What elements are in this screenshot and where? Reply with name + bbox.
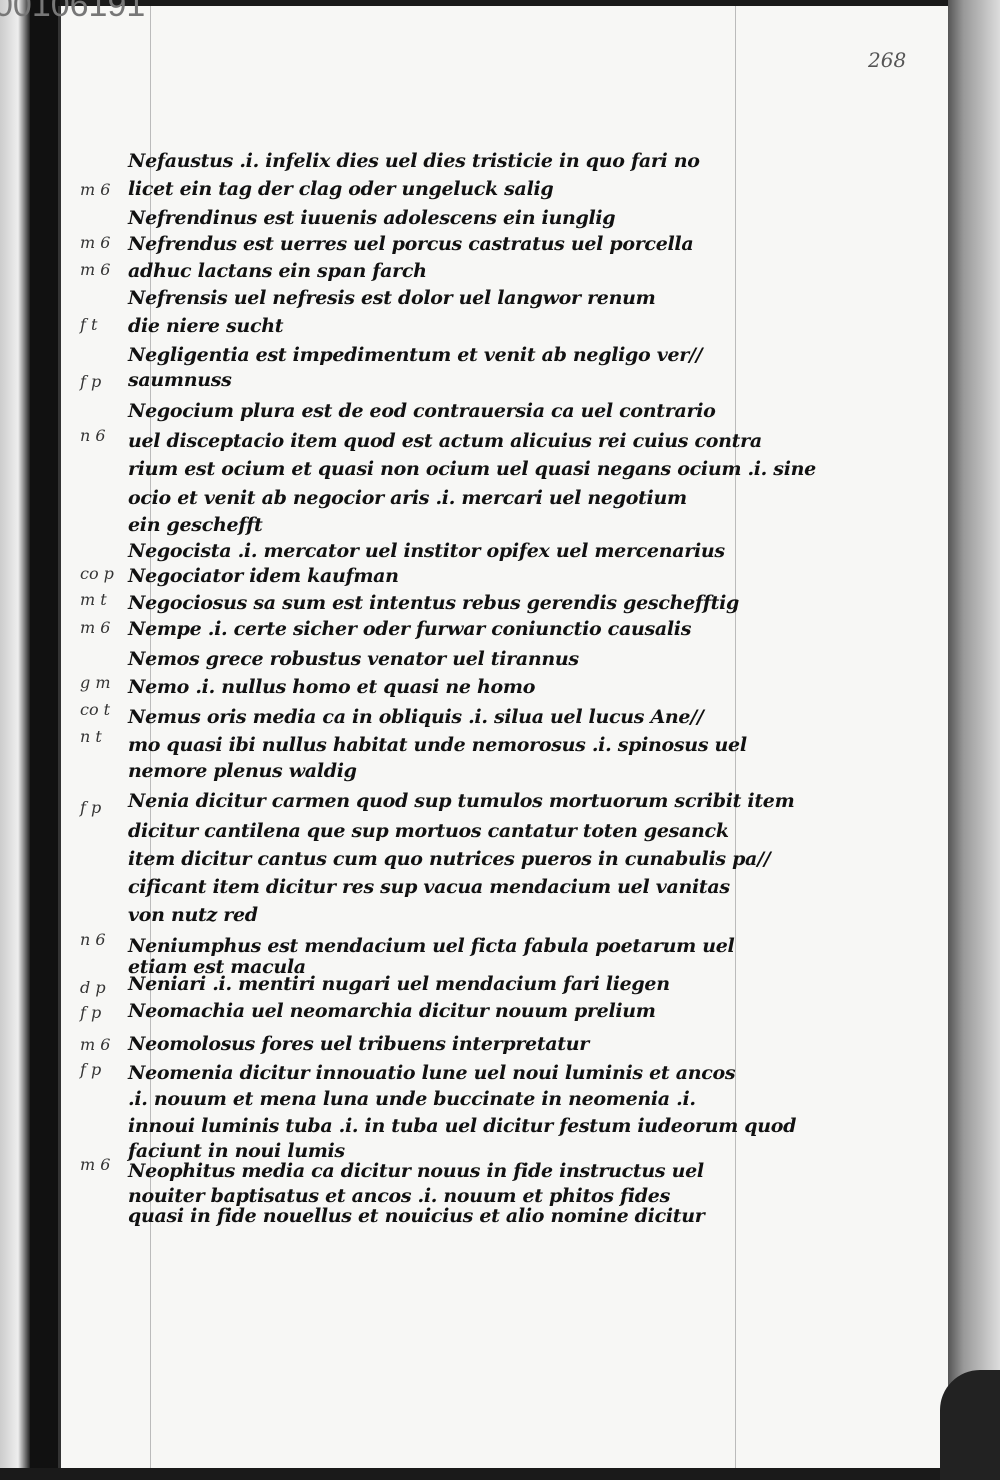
text-line: quasi in fide nouellus et nouicius et al…	[128, 1205, 705, 1227]
text-line: nemore plenus waldig	[128, 760, 357, 782]
text-line: Neniumphus est mendacium uel ficta fabul…	[128, 935, 735, 957]
margin-note: f p	[80, 798, 102, 817]
text-line: dicitur cantilena que sup mortuos cantat…	[128, 820, 729, 842]
text-line: Nemos grece robustus venator uel tirannu…	[128, 648, 579, 670]
text-line: Nefrensis uel nefresis est dolor uel lan…	[128, 287, 656, 309]
text-line: etiam est macula	[128, 956, 306, 978]
facing-page-edge	[0, 0, 30, 1468]
margin-note: m 6	[80, 233, 111, 252]
margin-note: g m	[80, 673, 111, 692]
text-line: von nutz red	[128, 904, 258, 926]
text-line: Negociosus sa sum est intentus rebus ger…	[128, 592, 740, 614]
margin-note: f t	[80, 315, 98, 334]
scan-identifier: 00106191	[0, 0, 146, 24]
margin-note: n t	[80, 727, 102, 746]
text-line: Nefrendinus est iuuenis adolescens ein i…	[128, 207, 616, 229]
margin-note: co p	[80, 564, 114, 583]
binding-gutter	[30, 0, 60, 1468]
text-line: Negociator idem kaufman	[128, 565, 399, 587]
left-ruling-line	[150, 6, 151, 1468]
text-line: Negligentia est impedimentum et venit ab…	[128, 344, 703, 366]
text-line: Neomenia dicitur innouatio lune uel noui…	[128, 1062, 736, 1084]
thumb-shadow	[940, 1370, 1000, 1480]
text-line: Negocium plura est de eod contrauersia c…	[128, 400, 716, 422]
manuscript-page	[58, 6, 951, 1468]
text-line: Nefaustus .i. infelix dies uel dies tris…	[128, 150, 700, 172]
margin-note: co t	[80, 700, 111, 719]
text-line: ocio et venit ab negocior aris .i. merca…	[128, 487, 687, 509]
text-line: Negocista .i. mercator uel institor opif…	[128, 540, 725, 562]
text-line: innoui luminis tuba .i. in tuba uel dici…	[128, 1115, 797, 1137]
text-line: Nemo .i. nullus homo et quasi ne homo	[128, 676, 536, 698]
text-line: Neophitus media ca dicitur nouus in fide…	[128, 1160, 704, 1182]
margin-note: n 6	[80, 930, 106, 949]
text-line: cificant item dicitur res sup vacua mend…	[128, 876, 730, 898]
text-line: Nenia dicitur carmen quod sup tumulos mo…	[128, 790, 795, 812]
margin-note: f p	[80, 1003, 102, 1022]
text-line: ein geschefft	[128, 514, 263, 536]
margin-note: m 6	[80, 1035, 111, 1054]
right-ruling-line	[735, 6, 736, 1468]
text-line: faciunt in noui lumis	[128, 1140, 345, 1162]
text-line: Neomachia uel neomarchia dicitur nouum p…	[128, 1000, 656, 1022]
text-line: die niere sucht	[128, 315, 284, 337]
text-line: Nemus oris media ca in obliquis .i. silu…	[128, 706, 704, 728]
margin-note: f p	[80, 372, 102, 391]
text-line: saumnuss	[128, 369, 232, 391]
text-line: Nempe .i. certe sicher oder furwar coniu…	[128, 618, 692, 640]
margin-note: n 6	[80, 426, 106, 445]
margin-note: f p	[80, 1060, 102, 1079]
text-line: Neniari .i. mentiri nugari uel mendacium…	[128, 973, 670, 995]
margin-note: m 6	[80, 180, 111, 199]
text-line: nouiter baptisatus et ancos .i. nouum et…	[128, 1185, 670, 1207]
text-line: .i. nouum et mena luna unde buccinate in…	[128, 1088, 696, 1110]
margin-note: m 6	[80, 1155, 111, 1174]
margin-note: m 6	[80, 260, 111, 279]
text-line: adhuc lactans ein span farch	[128, 260, 427, 282]
page-number: 268	[868, 48, 907, 72]
page-edge-right	[948, 0, 1000, 1468]
margin-note: m t	[80, 590, 107, 609]
text-line: mo quasi ibi nullus habitat unde nemoros…	[128, 734, 747, 756]
text-line: licet ein tag der clag oder ungeluck sal…	[128, 178, 554, 200]
text-line: uel disceptacio item quod est actum alic…	[128, 430, 762, 452]
margin-note: d p	[80, 978, 106, 997]
text-line: Nefrendus est uerres uel porcus castratu…	[128, 233, 694, 255]
margin-note: m 6	[80, 618, 111, 637]
text-line: item dicitur cantus cum quo nutrices pue…	[128, 848, 771, 870]
text-line: rium est ocium et quasi non ocium uel qu…	[128, 458, 816, 480]
text-line: Neomolosus fores uel tribuens interpreta…	[128, 1033, 590, 1055]
